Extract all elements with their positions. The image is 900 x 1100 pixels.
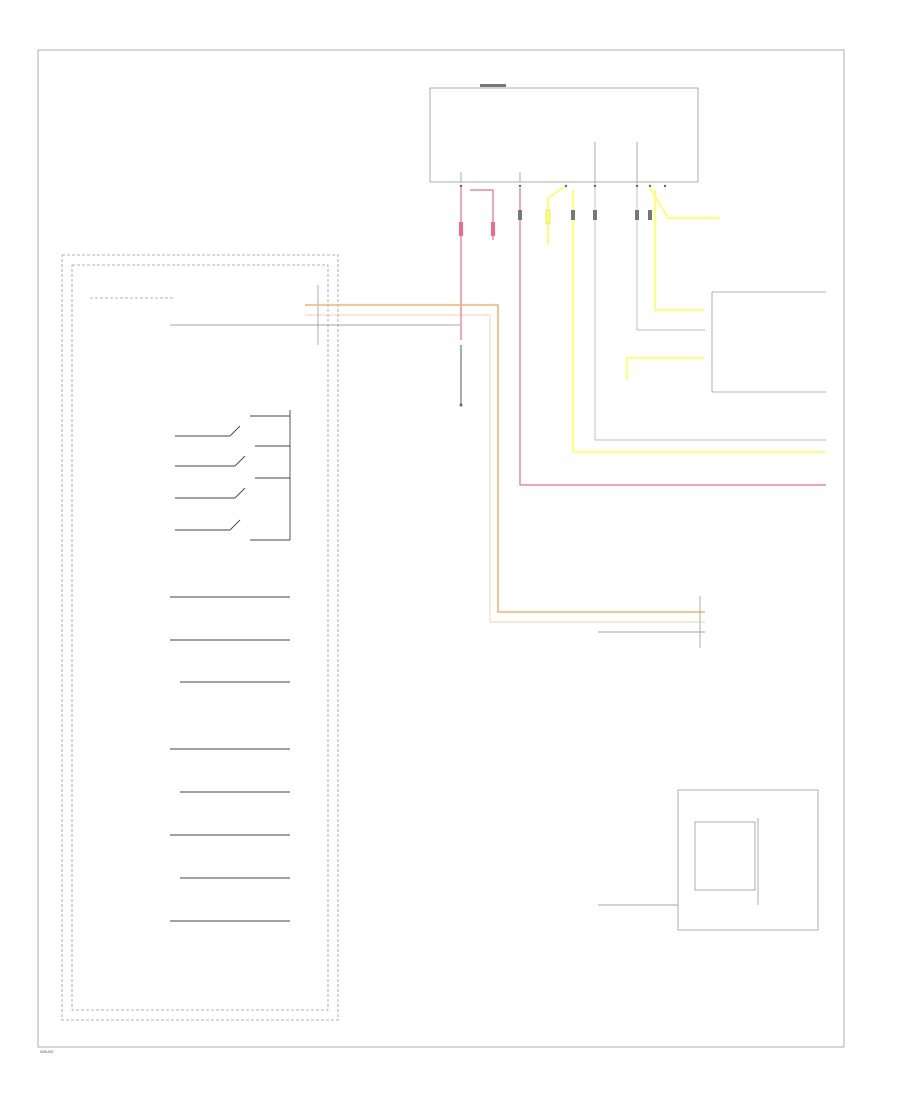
top-control-module	[429, 84, 699, 183]
yellow-wire-left	[547, 185, 567, 245]
footer-code: W0U09	[40, 1049, 54, 1054]
orange-wire-2	[305, 314, 705, 623]
gray-wire-1	[594, 182, 826, 441]
red-wire-branch	[470, 189, 494, 240]
red-wire-main	[519, 188, 826, 486]
module-pins	[459, 184, 667, 236]
solenoid-rows	[170, 596, 290, 922]
body-control-module	[699, 291, 826, 648]
transmission-control-module	[61, 254, 339, 1021]
yellow-wire-right	[572, 190, 826, 453]
ground-symbol	[459, 345, 463, 407]
instrument-cluster	[598, 789, 819, 931]
orange-wire-bus	[305, 304, 705, 613]
yellow-wire-can	[654, 190, 705, 311]
diagram-frame	[37, 49, 845, 1048]
yellow-wire-upper	[649, 187, 720, 219]
range-switch-contacts	[175, 410, 291, 541]
gray-wire-2	[636, 182, 705, 331]
yellow-wire-serial	[626, 357, 705, 380]
